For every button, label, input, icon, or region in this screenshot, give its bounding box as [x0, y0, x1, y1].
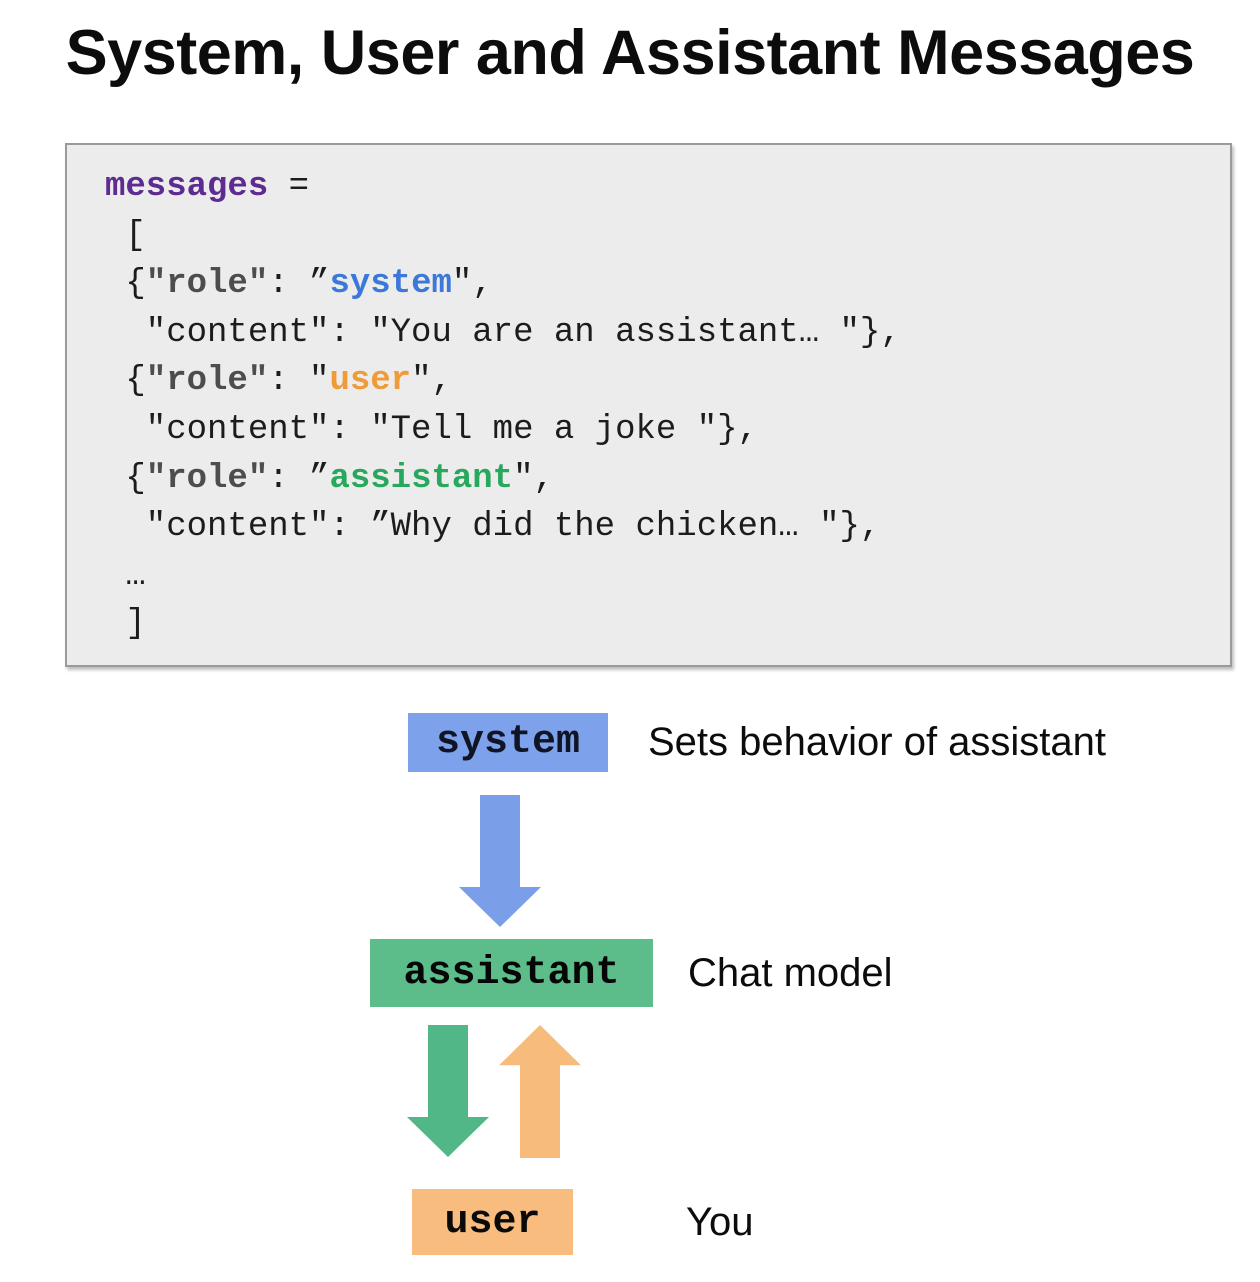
system-node: system — [408, 713, 608, 772]
user-description: You — [686, 1199, 754, 1244]
assistant-node: assistant — [370, 939, 653, 1007]
code-lines: messages = [ {"role": ”system", "content… — [105, 168, 901, 644]
user-node: user — [412, 1189, 573, 1255]
arrow-user-to-assistant-icon — [499, 1025, 581, 1158]
page-title: System, User and Assistant Messages — [65, 18, 1195, 88]
system-description: Sets behavior of assistant — [648, 719, 1107, 764]
assistant-description: Chat model — [688, 950, 893, 995]
code-block: messages = [ {"role": ”system", "content… — [65, 143, 1232, 667]
arrow-system-to-assistant-icon — [459, 795, 541, 927]
arrow-assistant-to-user-icon — [407, 1025, 489, 1157]
